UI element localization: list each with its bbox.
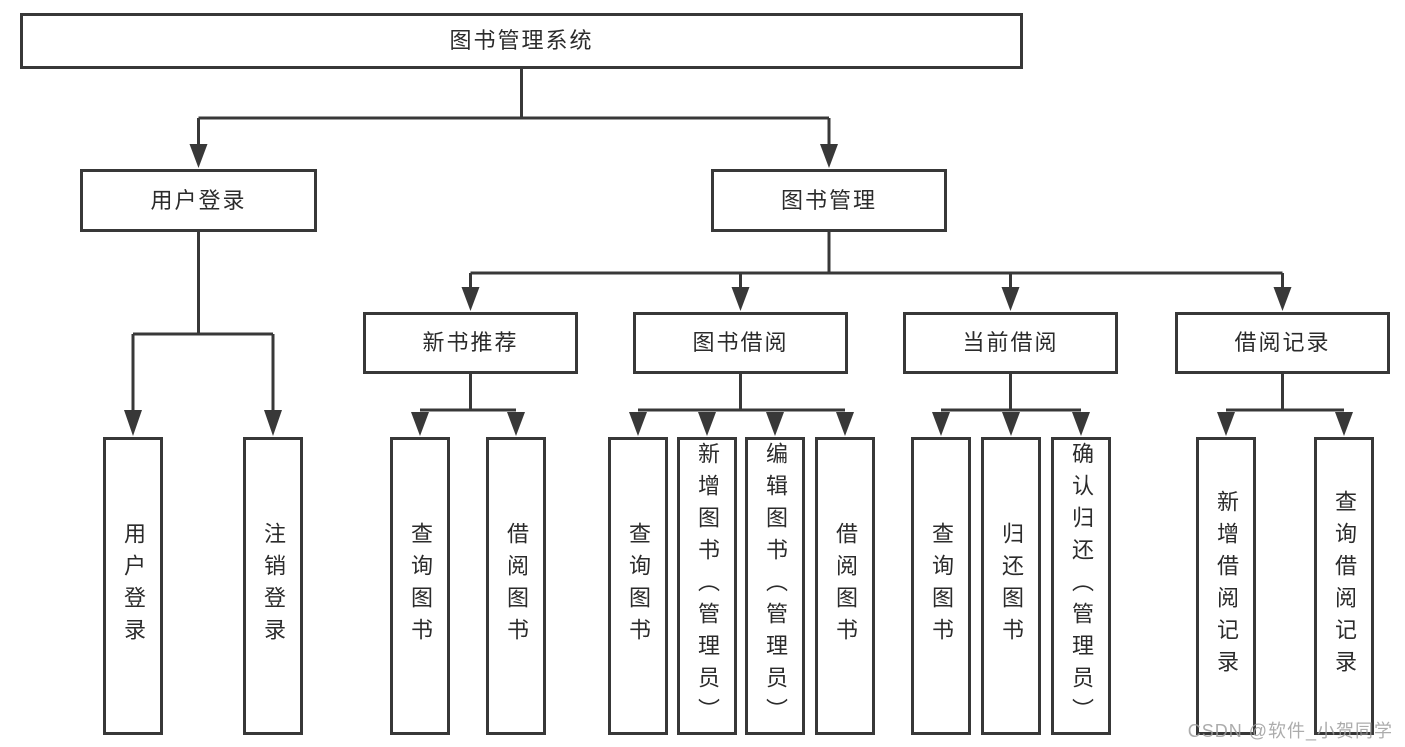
leaf-borrow-books-2-label: 借阅图书	[833, 522, 858, 650]
leaf-query-books-1: 查询图书	[390, 437, 450, 735]
node-root: 图书管理系统	[20, 13, 1023, 69]
leaf-return-books: 归还图书	[981, 437, 1041, 735]
leaf-add-books-admin-label: 新增图书（管理员）	[695, 442, 720, 730]
leaf-query-books-3: 查询图书	[911, 437, 971, 735]
node-new-book-recommend-label: 新书推荐	[422, 330, 519, 355]
leaf-query-books-2-label: 查询图书	[626, 522, 651, 650]
leaf-query-books-1-label: 查询图书	[408, 522, 433, 650]
node-current-borrowing: 当前借阅	[903, 312, 1118, 374]
leaf-edit-books-admin-label: 编辑图书（管理员）	[763, 442, 788, 730]
leaf-borrow-books-2: 借阅图书	[815, 437, 875, 735]
leaf-edit-books-admin: 编辑图书（管理员）	[745, 437, 805, 735]
leaf-borrow-books-1-label: 借阅图书	[504, 522, 529, 650]
connector-lines	[131, 69, 1344, 413]
leaf-query-borrow-record: 查询借阅记录	[1314, 437, 1374, 735]
leaf-logout-label: 注销登录	[261, 522, 286, 650]
leaf-add-books-admin: 新增图书（管理员）	[677, 437, 737, 735]
node-current-borrowing-label: 当前借阅	[962, 330, 1059, 355]
node-book-management: 图书管理	[711, 169, 947, 232]
leaf-query-books-3-label: 查询图书	[929, 522, 954, 650]
leaf-return-books-label: 归还图书	[999, 522, 1024, 650]
leaf-user-login-label: 用户登录	[121, 522, 146, 650]
leaf-add-borrow-record: 新增借阅记录	[1196, 437, 1256, 735]
node-book-management-label: 图书管理	[780, 187, 877, 213]
leaf-confirm-return-admin-label: 确认归还（管理员）	[1069, 442, 1094, 730]
node-new-book-recommend: 新书推荐	[363, 312, 578, 374]
leaf-borrow-books-1: 借阅图书	[486, 437, 546, 735]
node-book-borrowing: 图书借阅	[633, 312, 848, 374]
node-book-borrowing-label: 图书借阅	[692, 330, 789, 355]
leaf-confirm-return-admin: 确认归还（管理员）	[1051, 437, 1111, 735]
leaf-query-books-2: 查询图书	[608, 437, 668, 735]
node-borrowing-records-label: 借阅记录	[1234, 330, 1331, 355]
leaf-logout: 注销登录	[243, 437, 303, 735]
node-user-login: 用户登录	[80, 169, 317, 232]
leaf-user-login: 用户登录	[103, 437, 163, 735]
leaf-query-borrow-record-label: 查询借阅记录	[1332, 490, 1357, 682]
node-user-login-label: 用户登录	[150, 187, 247, 213]
arrowheads	[124, 144, 1353, 436]
node-borrowing-records: 借阅记录	[1175, 312, 1390, 374]
leaf-add-borrow-record-label: 新增借阅记录	[1214, 490, 1239, 682]
node-root-label: 图书管理系统	[449, 28, 594, 53]
